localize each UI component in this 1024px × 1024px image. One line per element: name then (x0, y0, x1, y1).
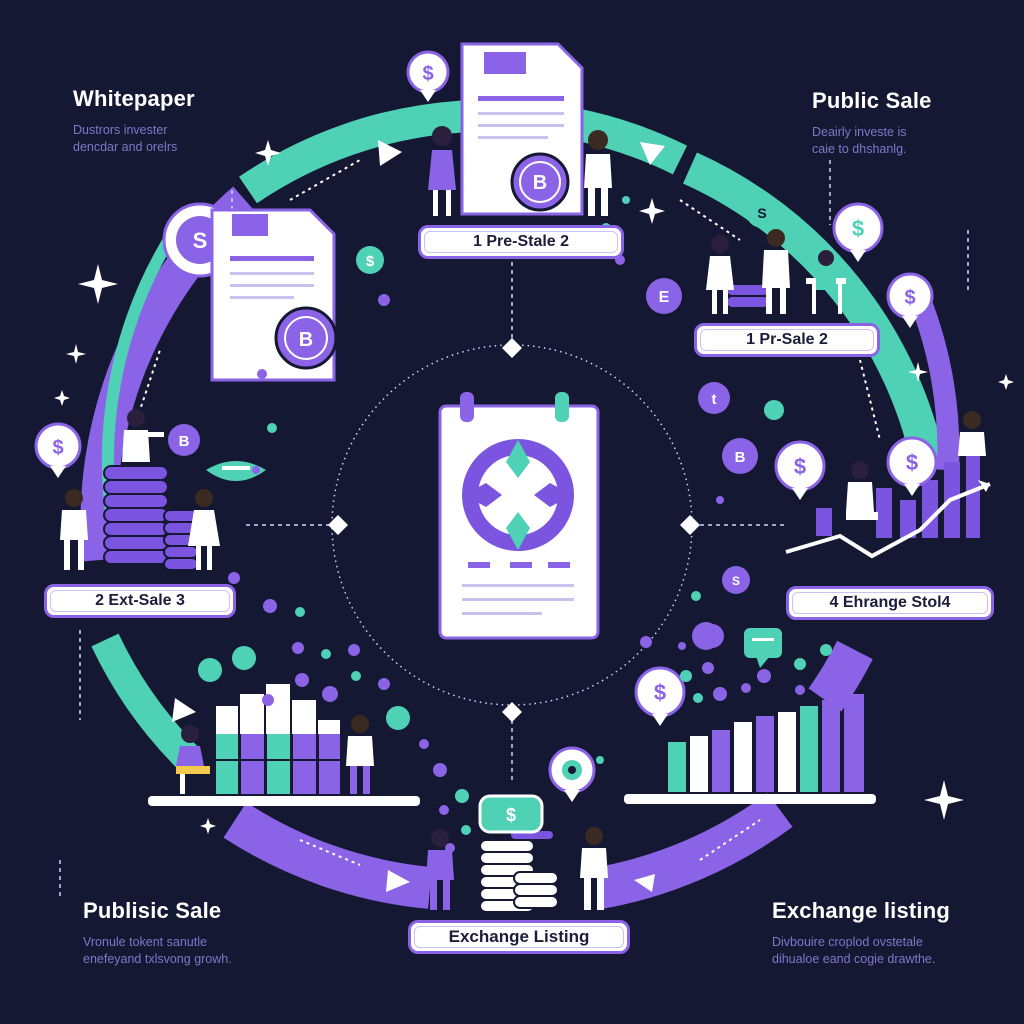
svg-text:t: t (712, 391, 717, 408)
s-coin-icon: S (722, 566, 750, 594)
bottom-right-chart (624, 694, 876, 804)
svg-text:B: B (533, 172, 547, 194)
svg-text:$: $ (654, 680, 666, 705)
svg-text:$: $ (506, 805, 516, 825)
person-figure (762, 229, 790, 314)
target-bubble-icon (548, 746, 596, 802)
svg-text:E: E (659, 289, 670, 306)
svg-text:$: $ (422, 63, 433, 85)
left-coin-stack (103, 465, 199, 571)
svg-text:S: S (193, 228, 208, 253)
svg-text:$: $ (794, 454, 806, 479)
s-coin-icon (198, 658, 222, 682)
person-figure (346, 715, 374, 794)
bottom-coin-stack: $ (478, 794, 559, 913)
person-figure (176, 725, 210, 794)
t-coin-icon: t (698, 382, 730, 414)
ring-arc-bottom-left-purple (223, 802, 433, 909)
left-document: S B (162, 202, 338, 382)
svg-text:$: $ (366, 253, 375, 270)
euro-coin-icon: E (646, 278, 682, 314)
person-figure (706, 235, 734, 314)
stage-label-presale-right: 1 Pr-Sale 2 (694, 323, 880, 357)
svg-text:B: B (299, 329, 313, 351)
dollar-bubble-icon: $ (886, 436, 938, 496)
person-figure (816, 250, 836, 290)
top-document: B (460, 42, 584, 216)
dollar-bubble-icon: $ (406, 50, 450, 102)
dollar-bubble-icon: $ (774, 440, 826, 500)
svg-text:$: $ (904, 287, 915, 309)
corner-title: Whitepaper (73, 86, 195, 111)
dollar-bubble-icon: $ (34, 422, 82, 478)
ring-arc-bottom-right-purple (596, 793, 793, 909)
svg-text:$: $ (906, 450, 918, 475)
bitcoin-coin-icon: B (722, 438, 758, 474)
dollar-bubble-icon: $ (832, 202, 884, 262)
target-icon (462, 439, 574, 551)
person-figure (60, 489, 88, 570)
center-document (438, 392, 600, 640)
right-growth-chart (785, 440, 991, 559)
ring-arc-right-teal (683, 152, 947, 474)
coin-icon (386, 706, 410, 730)
bottom-left-chart (148, 684, 420, 806)
arrowhead-top-right (640, 142, 665, 165)
corner-desc: Dustrors invester dencdar and orelrs (73, 123, 178, 154)
stage-label-exchange-stol: 4 Ehrange Stol4 (786, 586, 994, 620)
connector-diamonds (328, 338, 700, 722)
corner-title: Exchange listing (772, 898, 951, 923)
svg-text:B: B (735, 449, 746, 466)
corner-desc: Divbouire croplod ovstetale dihualoe ean… (772, 935, 936, 966)
svg-text:$: $ (52, 437, 63, 459)
corner-title: Publisic Sale (83, 898, 222, 923)
bitcoin-coin-icon: B (168, 424, 200, 456)
dollar-coin-icon: $ (356, 246, 384, 274)
svg-text:S: S (732, 574, 740, 588)
svg-text:S: S (757, 205, 766, 221)
s-coin-icon (764, 400, 784, 420)
person-figures (60, 126, 986, 910)
corner-title: Public Sale (812, 88, 932, 113)
stage-label-exchange-listing: Exchange Listing (408, 920, 630, 954)
corner-bottom-right: Exchange listing Divbouire croplod ovste… (772, 898, 950, 968)
chat-bubble-icons (206, 461, 782, 668)
person-figure (188, 489, 220, 570)
corner-top-right: Public Sale Deairly investe is caie to d… (812, 88, 932, 158)
s-coin-icon (232, 646, 256, 670)
s-coin-icon: S (746, 196, 778, 228)
arrowhead-bottom-left (386, 870, 410, 892)
arrowhead-top-left (378, 140, 402, 166)
person-figure (428, 126, 456, 216)
person-figure (580, 827, 608, 910)
dollar-bubble-icon: $ (886, 272, 934, 328)
corner-bottom-left: Publisic Sale Vronule tokent sanutle ene… (83, 898, 232, 968)
ring-arrowheads (172, 140, 665, 892)
corner-top-left: Whitepaper Dustrors invester dencdar and… (73, 86, 195, 156)
person-figure (426, 829, 454, 910)
sparkle-icons (54, 140, 1014, 834)
arrowhead-left (172, 698, 196, 722)
stage-label-presale-top: 1 Pre-Stale 2 (418, 225, 624, 259)
svg-text:B: B (179, 433, 190, 450)
dollar-bubble-icon: $ (634, 666, 686, 726)
corner-desc: Deairly investe is caie to dhshanlg. (812, 125, 907, 156)
ring-arc-top-teal (239, 99, 688, 204)
stage-label-ext-sale: 2 Ext-Sale 3 (44, 584, 236, 618)
person-figure (584, 130, 612, 216)
person-figure (122, 409, 164, 462)
corner-desc: Vronule tokent sanutle enefeyand txlsvon… (83, 935, 232, 966)
person-figure (958, 411, 986, 456)
ring-arc-right-purple (909, 296, 960, 471)
svg-text:$: $ (852, 216, 864, 241)
person-figure (846, 461, 878, 520)
arrowhead-bottom-right (634, 874, 655, 892)
